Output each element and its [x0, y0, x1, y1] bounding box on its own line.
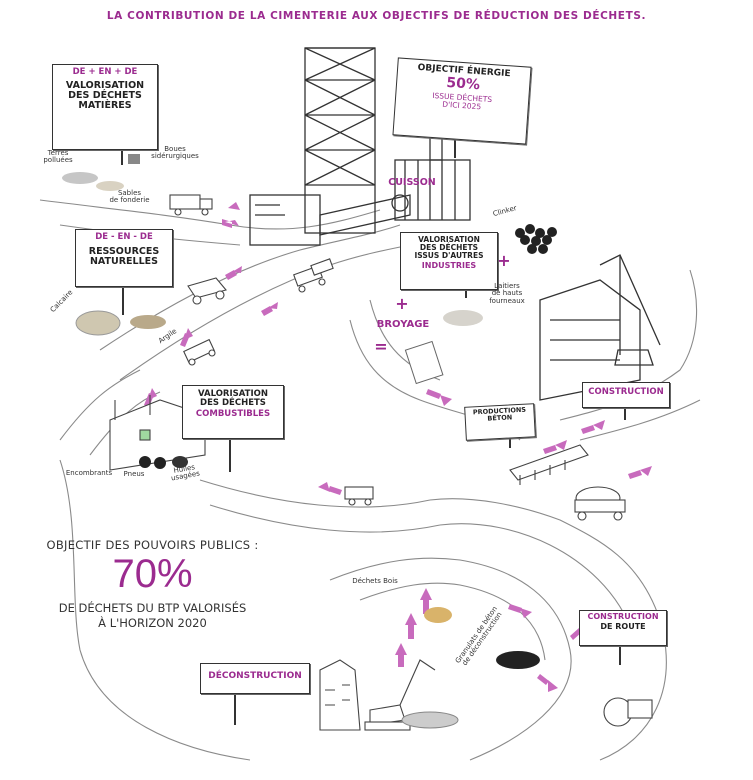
wood-waste-pile — [424, 607, 452, 623]
sign-accent-text: CONSTRUCTION — [587, 612, 659, 621]
label-broyage: BROYAGE — [376, 319, 430, 330]
sign-dechets-combustibles: VALORISATION DES DÉCHETS COMBUSTIBLES — [182, 385, 284, 439]
label-laitiers: Laitiers de hauts fourneaux — [489, 282, 525, 305]
label-cuisson: CUISSON — [388, 177, 436, 188]
equals-sign: = — [374, 337, 388, 356]
concrete-mixer-icon — [574, 486, 626, 521]
sign-construction-route: CONSTRUCTION DE ROUTE — [579, 610, 667, 646]
objective-description: DE DÉCHETS DU BTP VALORISÉS À L'HORIZON … — [58, 601, 247, 630]
label-terres-polluees: Terres polluées — [43, 149, 73, 165]
sign-top-line: DE - EN - DE — [95, 232, 153, 242]
sign-main-text: DE ROUTE — [600, 622, 646, 632]
sign-deconstruction: DÉCONSTRUCTION — [200, 663, 310, 694]
sign-production-beton: PRODUCTIONS BÉTON — [464, 403, 536, 441]
sign-construction: CONSTRUCTION — [582, 382, 670, 408]
sign-main-text: VALORISATION DES DÉCHETS ISSUS D'AUTRES — [414, 235, 484, 260]
sign-accent-text: COMBUSTIBLES — [195, 408, 271, 419]
limestone-pile — [75, 310, 121, 336]
clinker-pile — [515, 224, 557, 254]
sign-main-text: CONSTRUCTION — [588, 387, 664, 397]
demolished-building-icon — [319, 659, 361, 731]
sign-main-text: RESSOURCES NATURELLES — [88, 245, 160, 267]
objective-title: OBJECTIF DES POUVOIRS PUBLICS : — [46, 538, 259, 552]
trucks-and-machines — [109, 194, 653, 731]
sign-main-text: DÉCONSTRUCTION — [208, 671, 302, 681]
label-encombrants: Encombrants — [65, 469, 113, 477]
label-pneus: Pneus — [123, 470, 145, 478]
plus-sign: + — [497, 251, 511, 270]
tires — [139, 456, 166, 469]
page-title: LA CONTRIBUTION DE LA CIMENTERIE AUX OBJ… — [106, 10, 647, 22]
label-dechets-bois: Déchets Bois — [352, 577, 398, 585]
sludge-blocks — [128, 154, 140, 164]
truck-icon — [310, 258, 334, 276]
sign-accent-text: INDUSTRIES — [421, 260, 477, 270]
sign-main-text: VALORISATION DES DÉCHETS MATIÈRES — [65, 79, 145, 111]
polluted-soil-pile — [62, 172, 98, 184]
label-boues-siderurgiques: Boues sidérurgiques — [151, 145, 199, 161]
sign-dechets-matieres: DE + EN + DE VALORISATION DES DÉCHETS MA… — [52, 64, 158, 150]
road-roller-icon — [603, 697, 653, 727]
clay-pile — [130, 315, 166, 329]
cement-plant-drawing — [249, 47, 661, 401]
sign-main-text: PRODUCTIONS BÉTON — [472, 405, 527, 423]
label-sables-fonderie: Sables de fonderie — [109, 189, 150, 205]
oil-drums — [172, 456, 188, 468]
slag-pile — [443, 310, 483, 326]
precast-elements-icon — [509, 444, 589, 485]
truck-icon — [344, 486, 374, 506]
material-piles — [62, 154, 557, 729]
sign-ressources-naturelles: DE - EN - DE RESSOURCES NATURELLES — [75, 229, 173, 287]
truck-icon — [169, 194, 213, 216]
excavator-icon — [364, 659, 436, 731]
recycled-aggregate-pile — [496, 651, 540, 669]
flow-arrows — [121, 202, 652, 692]
sign-dechets-industries: VALORISATION DES DÉCHETS ISSUS D'AUTRES … — [400, 232, 498, 290]
truck-icon — [183, 338, 216, 366]
sign-main-text: VALORISATION DES DÉCHETS — [198, 389, 268, 408]
plus-sign: + — [395, 294, 409, 313]
cement-bag — [404, 340, 444, 385]
sign-objectif-energie: OBJECTIF ÉNERGIE 50% ISSUE DÉCHETS D'ICI… — [392, 57, 532, 145]
dump-truck-icon — [187, 277, 227, 305]
foundry-sand-pile — [96, 181, 124, 191]
objective-percentage: 70% — [112, 552, 193, 596]
sign-top-line: DE + EN + DE — [72, 67, 138, 77]
rubble-pile — [401, 711, 459, 729]
